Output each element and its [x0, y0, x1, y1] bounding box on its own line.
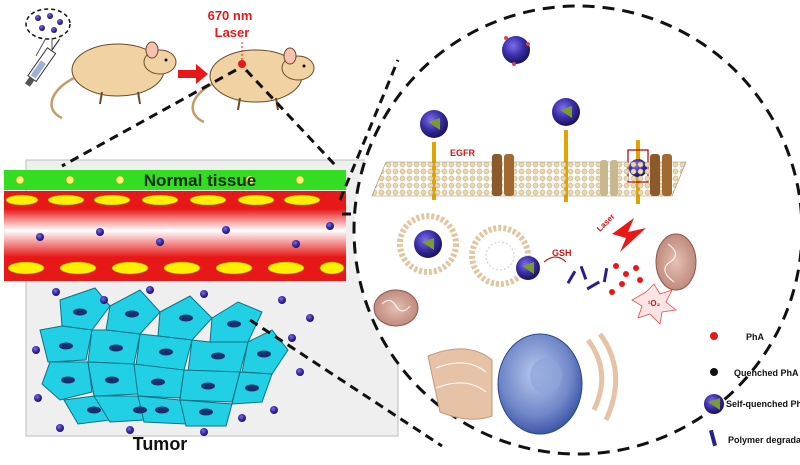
endoplasmic-reticulum [585, 332, 619, 422]
legend-label-quenched: Quenched PhA [734, 368, 799, 378]
tissue-nanoparticles [32, 222, 334, 436]
gsh-arrow [543, 256, 567, 263]
legend-black-dot-icon [710, 368, 718, 376]
blood-vessel-lumen [4, 209, 346, 257]
gsh-label: GSH [552, 248, 572, 258]
normal-tissue-cells [15, 175, 305, 185]
arrow-icon [178, 64, 208, 84]
egfr-label: EGFR [450, 148, 476, 158]
vial-nanoparticles [35, 13, 63, 33]
polymer-debris [566, 265, 609, 291]
legend: PhA Quenched PhA Self-quenched PhA-ENG P… [704, 332, 800, 447]
mouse-injected [50, 41, 177, 120]
singlet-oxygen-label: ¹O₂ [648, 299, 661, 308]
cell-zoom-ellipse [352, 4, 800, 456]
intracellular-laser-icon [612, 218, 646, 252]
tumor-label: Tumor [133, 434, 188, 454]
endosome-vesicle [397, 213, 459, 275]
legend-red-dot-icon [710, 332, 718, 340]
mitochondrion-right [655, 233, 697, 291]
pha-dots [609, 263, 643, 295]
normal-tissue-band [4, 170, 346, 190]
legend-label-self-quenched: Self-quenched PhA-ENG [726, 399, 800, 409]
legend-debris-icon [708, 429, 718, 447]
normal-tissue-label: Normal tissue [144, 171, 256, 190]
injection-vial [25, 8, 71, 40]
syringe-icon [24, 38, 61, 87]
degrading-nanoparticle [516, 256, 540, 280]
nucleus [497, 333, 583, 435]
mitochondrion-left [373, 289, 419, 327]
mouse-irradiated [191, 47, 315, 124]
membrane-channels [492, 154, 672, 196]
tumor-nuclei [59, 308, 271, 416]
free-nanoparticle [502, 36, 530, 66]
laser-label: Laser [215, 25, 250, 40]
cell-membrane [371, 161, 687, 197]
legend-label-debris: Polymer degradation debris [728, 435, 800, 445]
laser-wavelength-label: 670 nm [208, 8, 253, 23]
golgi-apparatus [427, 348, 493, 420]
laser-spot [238, 60, 246, 68]
endothelial-cells [5, 194, 345, 275]
legend-label-pha: PhA [746, 332, 765, 342]
singlet-oxygen-burst: ¹O₂ [631, 283, 677, 325]
zoom-lines [61, 59, 443, 448]
